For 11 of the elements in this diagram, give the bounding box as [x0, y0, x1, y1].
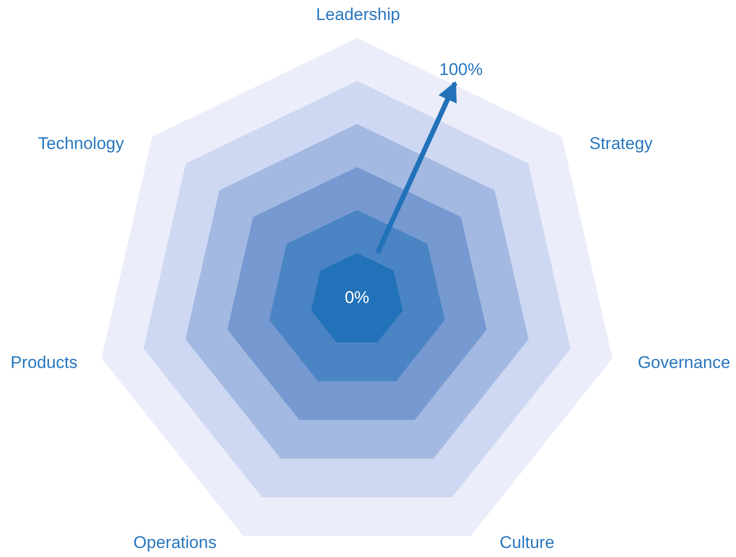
axis-label: Operations [133, 533, 217, 553]
axis-label: Technology [38, 134, 124, 154]
value-label: 100% [439, 60, 483, 80]
axis-label: Leadership [316, 5, 400, 25]
value-label: 0% [344, 288, 370, 308]
axis-label: Strategy [589, 134, 653, 154]
axis-label: Governance [638, 353, 730, 373]
center-heptagon [311, 253, 403, 343]
axis-label: Products [10, 353, 78, 373]
arrow [375, 81, 458, 254]
axis-label: Culture [500, 533, 554, 553]
